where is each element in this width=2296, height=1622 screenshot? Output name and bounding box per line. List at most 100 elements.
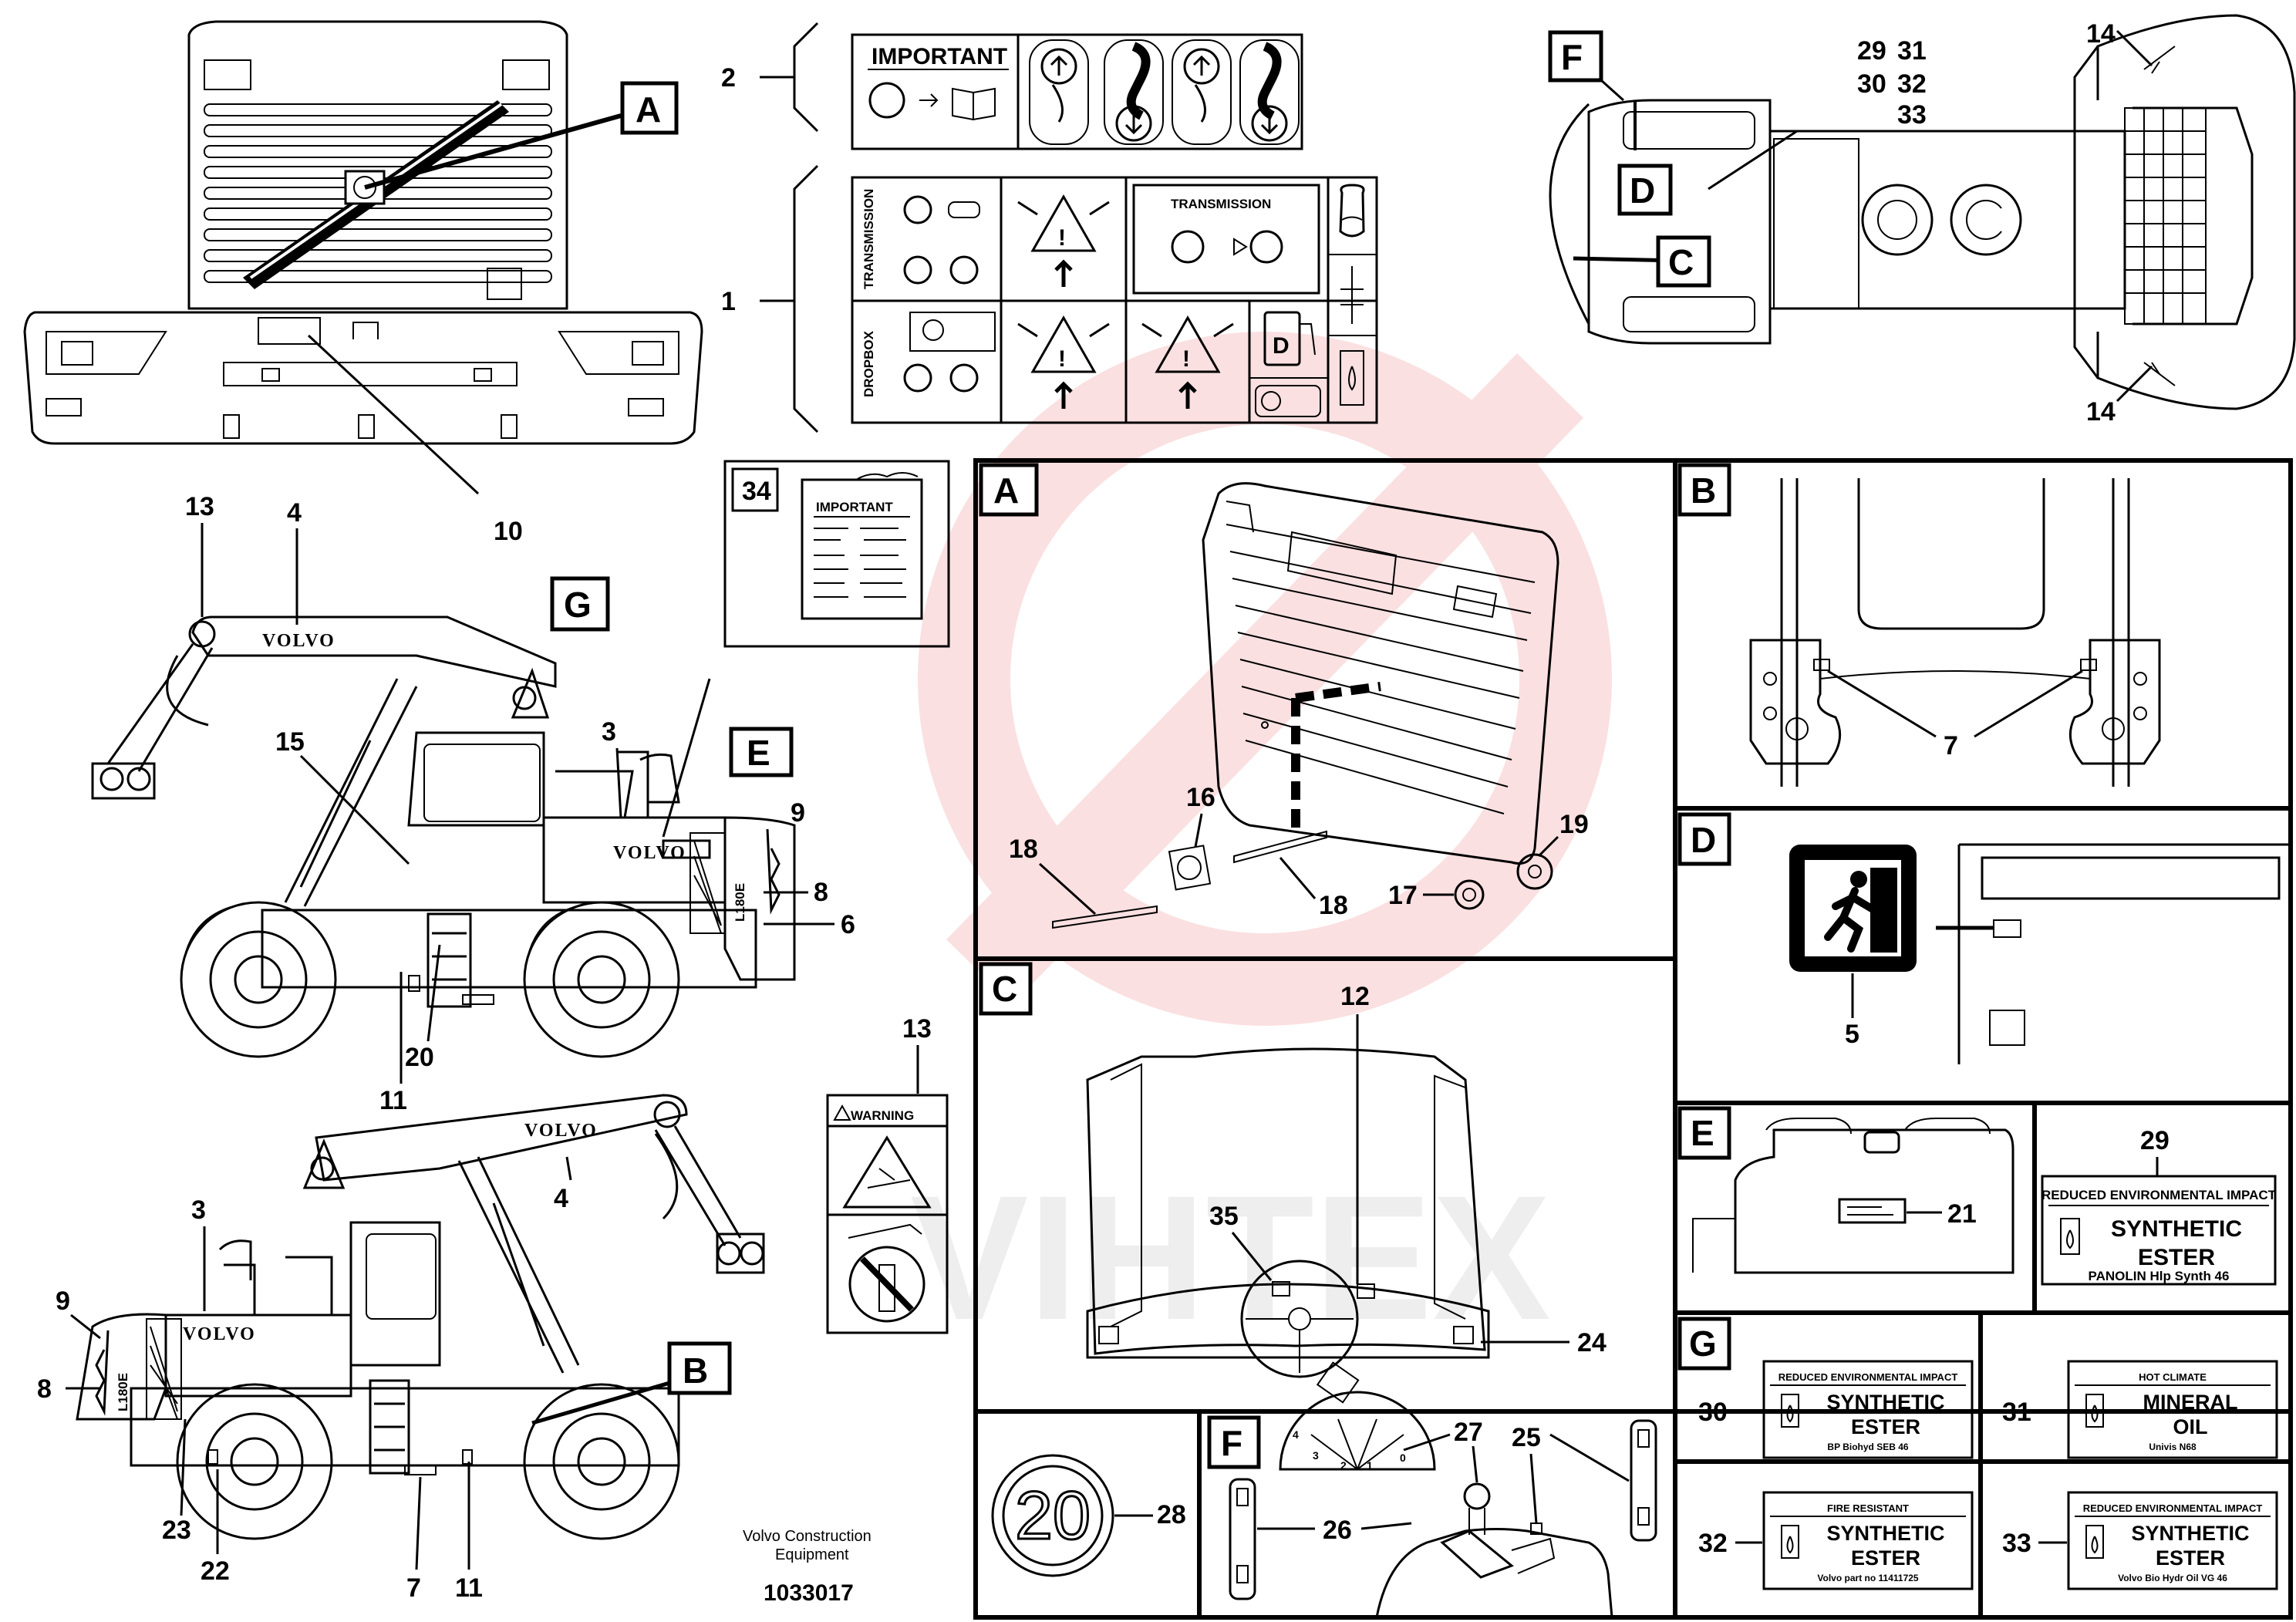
panel-f-label-text: F	[1221, 1423, 1242, 1463]
detail-grid	[973, 458, 2293, 1620]
callout-35: 35	[1209, 1202, 1239, 1231]
body-brand-text-1: VOLVO	[613, 843, 686, 863]
svg-text:3: 3	[1313, 1449, 1319, 1462]
oil-label-29-line2: ESTER	[2138, 1245, 2215, 1270]
oil-label-32-line2: ESTER	[1851, 1546, 1920, 1570]
decal-34-frame	[723, 460, 950, 648]
view-callout-d-text: D	[1630, 170, 1655, 211]
panel-a-grille	[1052, 482, 1559, 929]
view-callout-c	[1656, 235, 1711, 288]
decal-transmission-box: TRANSMISSION	[1171, 197, 1271, 211]
callout-7-side2: 7	[406, 1573, 421, 1603]
panel-a-label-text: A	[993, 470, 1019, 511]
oil-label-33-heading: REDUCED ENVIRONMENTAL IMPACT	[2083, 1502, 2263, 1514]
callout-14-bottom: 14	[2086, 397, 2116, 427]
callout-13-side1: 13	[185, 492, 214, 521]
view-callout-b	[667, 1341, 732, 1395]
callout-10: 10	[494, 517, 523, 546]
panel-b-detail	[1749, 478, 2161, 787]
svg-text:D: D	[1273, 333, 1290, 359]
front-grille	[204, 103, 552, 283]
callout-24: 24	[1577, 1328, 1607, 1357]
callout-5: 5	[1845, 1020, 1859, 1049]
svg-text:!: !	[1058, 346, 1066, 372]
panel-g-label	[1677, 1317, 1731, 1371]
callout-8-side1: 8	[814, 878, 828, 907]
callout-32: 32	[1897, 69, 1927, 99]
callout-8-side2: 8	[37, 1374, 52, 1404]
emergency-exit-sign	[1789, 845, 1917, 972]
callout-11-side2: 11	[455, 1573, 483, 1603]
panel-b-label-text: B	[1691, 470, 1716, 511]
callout-16: 16	[1186, 783, 1215, 812]
callout-15: 15	[275, 727, 305, 757]
callout-25: 25	[1512, 1423, 1541, 1452]
decal-transmission-vertical: TRANSMISSION	[861, 189, 876, 289]
view-callout-f	[1548, 30, 1603, 83]
panel-d-label	[1677, 812, 1731, 866]
oil-label-30-heading: REDUCED ENVIRONMENTAL IMPACT	[1778, 1371, 1958, 1383]
oil-label-32: FIRE RESISTANT SYNTHETIC ESTER Volvo par…	[1762, 1491, 1974, 1590]
decal-34-important: IMPORTANT	[801, 472, 923, 620]
oil-label-32-heading: FIRE RESISTANT	[1827, 1502, 1909, 1514]
oil-label-29: REDUCED ENVIRONMENTAL IMPACT SYNTHETIC E…	[2041, 1175, 2277, 1286]
panel-f-controls: 4 3 2 1 0	[1229, 1391, 1657, 1618]
decal-important-2: IMPORTANT	[872, 44, 1007, 69]
oil-label-30: REDUCED ENVIRONMENTAL IMPACT SYNTHETIC E…	[1762, 1360, 1974, 1459]
oil-label-31-line2: OIL	[2173, 1415, 2208, 1438]
oil-label-30-line2: ESTER	[1851, 1415, 1920, 1438]
svg-text:0: 0	[1400, 1452, 1406, 1464]
warning-decals-row: ! ! !	[1017, 194, 1234, 409]
footer-drawing-number: 1033017	[764, 1580, 854, 1606]
oil-label-31-line1: MINERAL	[2143, 1391, 2238, 1414]
footer-company-line1: Volvo Construction	[743, 1528, 872, 1545]
oil-label-33: REDUCED ENVIRONMENTAL IMPACT SYNTHETIC E…	[2067, 1491, 2278, 1590]
callout-30: 30	[1857, 69, 1886, 99]
front-view	[23, 20, 703, 495]
view-callout-b-text: B	[683, 1351, 708, 1391]
oil-label-30-line1: SYNTHETIC	[1826, 1391, 1944, 1414]
callout-30-label: 30	[1698, 1398, 1728, 1427]
decal-dropbox-vertical: DROPBOX	[861, 330, 876, 397]
callout-6: 6	[841, 910, 855, 939]
callout-23: 23	[162, 1516, 191, 1545]
oil-label-29-heading: REDUCED ENVIRONMENTAL IMPACT	[2041, 1188, 2277, 1202]
top-view	[1549, 14, 2296, 410]
svg-text:!: !	[1058, 225, 1066, 251]
view-callout-a-front	[620, 81, 679, 135]
model-badge-1: L180E	[733, 883, 747, 922]
warning-decal-heading: WARNING	[851, 1108, 914, 1123]
body-brand-text-2: VOLVO	[183, 1324, 256, 1344]
view-callout-a-front-text: A	[636, 89, 661, 130]
callout-9-side2: 9	[56, 1286, 70, 1316]
svg-text:1: 1	[1367, 1459, 1373, 1472]
view-callout-e	[729, 727, 794, 777]
panel-c-label-text: C	[992, 969, 1017, 1009]
view-callout-g	[550, 576, 610, 632]
oil-label-32-line1: SYNTHETIC	[1826, 1522, 1944, 1545]
callout-2: 2	[721, 63, 736, 93]
panel-e-tank	[1692, 1118, 2014, 1274]
decal-set-2: 2 IMPORTANT	[721, 22, 1303, 150]
callout-28: 28	[1157, 1500, 1186, 1529]
oil-label-30-foot: BP Biohyd SEB 46	[1827, 1442, 1908, 1452]
panel-c-dashboard	[1086, 1047, 1490, 1404]
callout-34: 34	[742, 477, 771, 506]
panel-e-label	[1677, 1106, 1731, 1160]
callout-29: 29	[1857, 36, 1886, 66]
callout-12: 12	[1340, 982, 1370, 1011]
callout-29-label: 29	[2140, 1126, 2170, 1155]
callout-9-side1: 9	[791, 798, 805, 828]
callout-7-panel-b: 7	[1944, 731, 1958, 760]
callout-4-side1: 4	[287, 498, 302, 528]
warning-decal-13: WARNING	[826, 1094, 949, 1334]
panel-g-label-text: G	[1689, 1324, 1717, 1364]
callout-27: 27	[1454, 1418, 1483, 1447]
callout-21: 21	[1947, 1199, 1977, 1229]
svg-text:!: !	[1182, 346, 1190, 372]
callout-14-top: 14	[2086, 19, 2116, 49]
panel-f-label	[1207, 1415, 1261, 1469]
boom-brand-text-2: VOLVO	[524, 1121, 598, 1141]
panel-e-label-text: E	[1691, 1113, 1714, 1153]
